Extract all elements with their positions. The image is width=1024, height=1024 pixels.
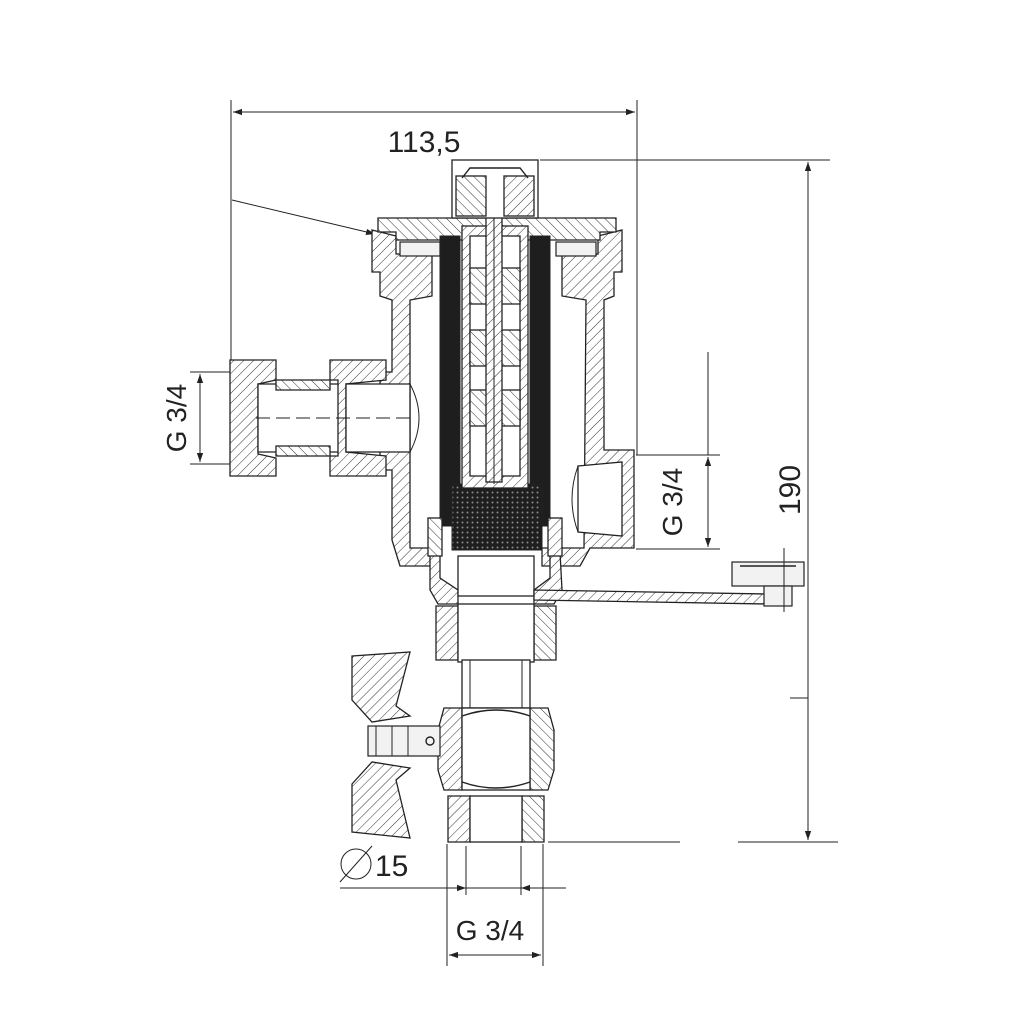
diameter-label: 15 <box>375 850 408 883</box>
left-inlet-fitting <box>229 359 420 477</box>
filter-mesh-right <box>529 235 551 527</box>
top-bolt <box>451 159 539 219</box>
drain-arm <box>533 548 805 612</box>
left-inlet-thread-label: G 3/4 <box>161 384 192 452</box>
right-outlet-dimension: G 3/4 <box>636 352 720 550</box>
filter-cartridge <box>427 168 563 557</box>
width-dimension: 113,5 <box>230 100 638 455</box>
right-outlet-thread-label: G 3/4 <box>657 468 688 536</box>
diameter-dimension: 15 <box>339 845 566 895</box>
height-dimension-label: 190 <box>774 465 807 515</box>
bottom-thread-label: G 3/4 <box>456 915 524 946</box>
width-dimension-label: 113,5 <box>388 126 461 159</box>
filter-knurl-base <box>451 483 543 551</box>
drain-valve <box>351 603 557 843</box>
left-inlet-dimension: G 3/4 <box>161 371 236 465</box>
diameter-symbol-icon <box>340 848 372 880</box>
cap-leader-arrow <box>231 199 376 235</box>
height-dimension: 190 <box>540 159 838 843</box>
valve-handle <box>351 651 412 723</box>
filter-mesh-left <box>439 235 461 527</box>
bottom-thread-dimension: G 3/4 <box>446 844 544 966</box>
